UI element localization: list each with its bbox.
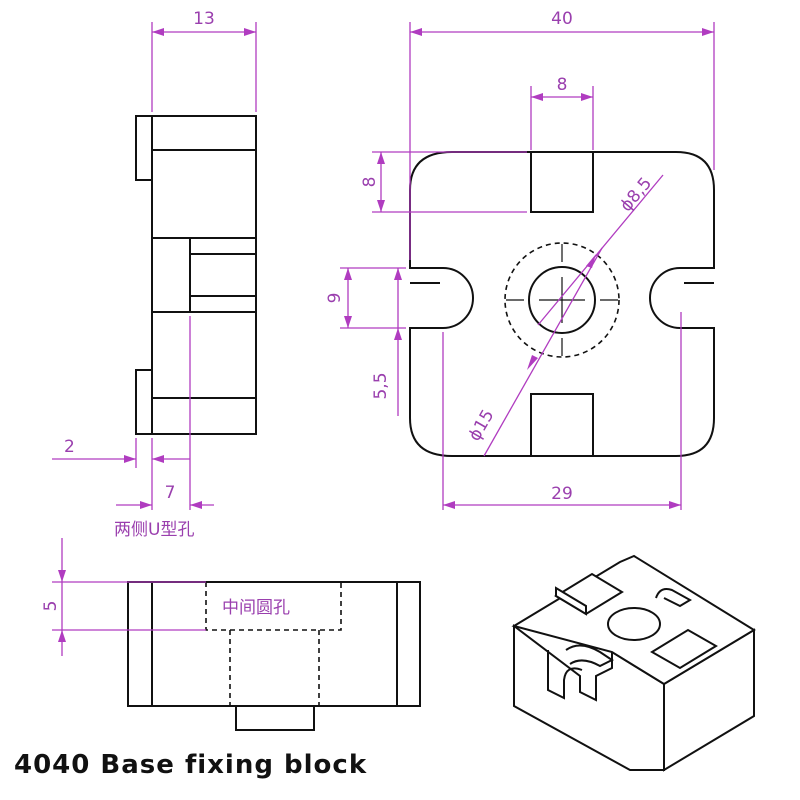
- top-slot-upper: [530, 151, 594, 213]
- front-counterbore-label: 5: [41, 601, 61, 612]
- top-view-outline: [409, 151, 715, 457]
- top-view: 40 8 8 9 5,5 ϕ8,5 ϕ15: [325, 9, 715, 510]
- top-u-offset-label: 5,5: [371, 372, 391, 399]
- side-offset-label: 2: [64, 437, 75, 457]
- isometric-view: [511, 554, 756, 772]
- top-slot-lower: [530, 393, 594, 457]
- isometric-hole: [607, 607, 661, 641]
- side-view-body: [151, 115, 257, 435]
- counterbore-circle: [504, 242, 620, 358]
- top-width-label: 40: [551, 9, 573, 29]
- top-u-slot-width-label: 9: [325, 293, 345, 304]
- side-width-label: 13: [193, 9, 215, 29]
- through-hole-circle: [528, 266, 596, 334]
- top-slot-width-label: 8: [557, 75, 568, 95]
- side-view: 13 2 7 两侧U型孔: [52, 9, 257, 540]
- side-view-top-tab: [135, 115, 153, 181]
- front-view-boss: [235, 705, 315, 731]
- caption: 4040 Base fixing block: [14, 750, 368, 780]
- top-hole-small-label: ϕ8,5: [616, 174, 656, 216]
- top-u-span-label: 29: [551, 484, 573, 504]
- side-depth-label: 7: [165, 483, 176, 503]
- front-note: 中间圆孔: [222, 598, 290, 618]
- front-view: 中间圆孔 5: [41, 538, 421, 731]
- side-note: 两侧U型孔: [114, 520, 194, 540]
- side-view-bottom-tab: [135, 369, 153, 435]
- top-slot-depth-label: 8: [360, 177, 380, 188]
